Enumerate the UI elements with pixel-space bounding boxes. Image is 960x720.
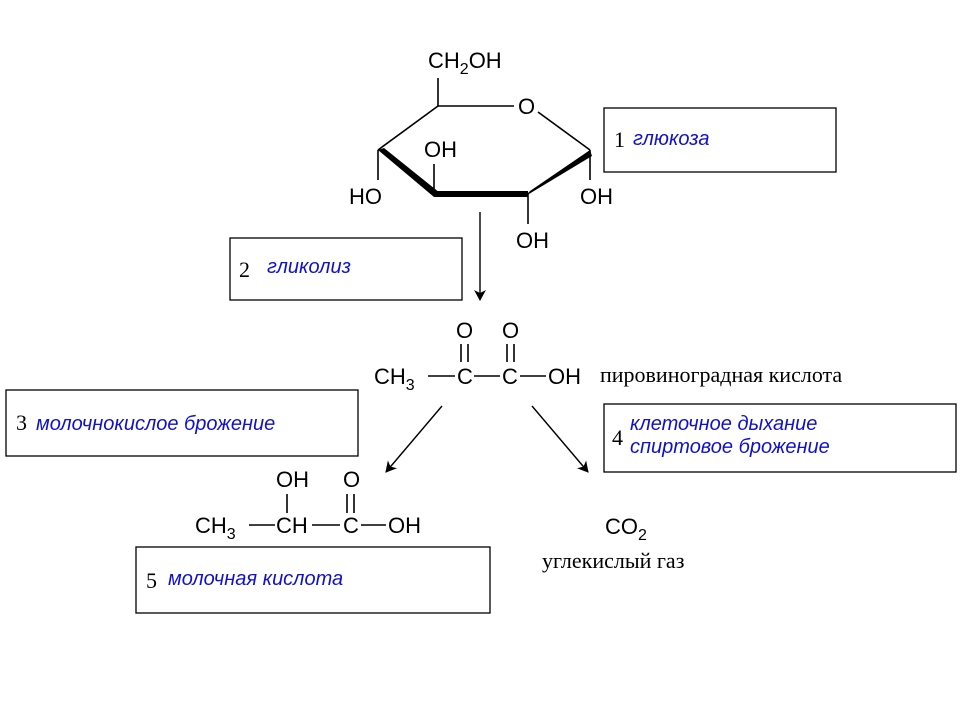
box-1-text: глюкоза [633,128,710,150]
pyruvate-o1: O [456,318,473,343]
box-3-frame [5,389,359,457]
box-5-frame [135,546,491,614]
lactate-oh-top: OH [276,467,309,492]
glucose-wedge-c4-c3 [378,148,440,197]
co2-structure: CO2 углекислый газ [542,514,684,573]
lactate-structure: OH O CH3 CH C OH [195,467,421,543]
box-5-number: 5 [146,568,157,593]
label-box-lactic-acid: 5 молочная кислота [135,546,491,614]
box-1-number: 1 [614,127,625,152]
box-4-number: 4 [612,425,623,450]
pyruvate-c2: C [502,364,518,389]
box-3-number: 3 [16,410,27,435]
box-4-frame [603,403,957,473]
box-2-frame [229,237,463,301]
glucose-bond-o-c1 [537,111,591,151]
box-3-text: молочнокислое брожение [36,413,275,435]
label-box-glycolysis: 2 гликолиз [229,237,463,301]
arrow-to-lactate [385,405,443,473]
lactate-ch3: CH3 [195,513,236,543]
co2-formula: CO2 [605,514,647,544]
glucose-ch2oh: CH2OH [428,48,502,78]
arrow-to-co2 [531,405,589,473]
co2-name: углекислый газ [542,548,684,573]
label-box-lactic-fermentation: 3 молочнокислое брожение [5,389,359,457]
glucose-bond-c5-c4 [377,105,439,151]
box-2-number: 2 [239,257,250,282]
lactate-oh: OH [388,513,421,538]
glucose-oh-bottom: OH [516,228,549,253]
pyruvate-o2: O [502,318,519,343]
lactate-c: C [343,513,359,538]
box-5-text: молочная кислота [168,568,343,590]
glucose-oh-right: OH [580,184,613,209]
lactate-o-top: O [343,467,360,492]
glucose-ring-oxygen: O [518,94,535,119]
box-1-frame [603,107,837,173]
label-box-respiration: 4 клеточное дыхание спиртовое брожение [603,403,957,473]
label-box-glucose: 1 глюкоза [603,107,837,173]
box-4-text-line-1: клеточное дыхание [630,413,817,435]
pyruvate-ch3: CH3 [374,364,415,394]
lactate-ch: CH [276,513,308,538]
glucose-ho-left: HO [349,184,382,209]
pyruvate-name: пировиноградная кислота [600,362,842,387]
pyruvate-oh: OH [548,364,581,389]
pyruvate-c1: C [457,364,473,389]
box-4-text-line-2: спиртовое брожение [630,436,830,458]
pyruvate-structure: O O CH3 C C OH пировиноградная кислота [374,318,842,394]
box-2-text: гликолиз [267,256,351,278]
glucose-oh-top: OH [424,137,457,162]
glucose-structure: CH2OH O HO OH OH OH [349,48,613,253]
glucose-wedge-c2-c1 [524,150,592,197]
